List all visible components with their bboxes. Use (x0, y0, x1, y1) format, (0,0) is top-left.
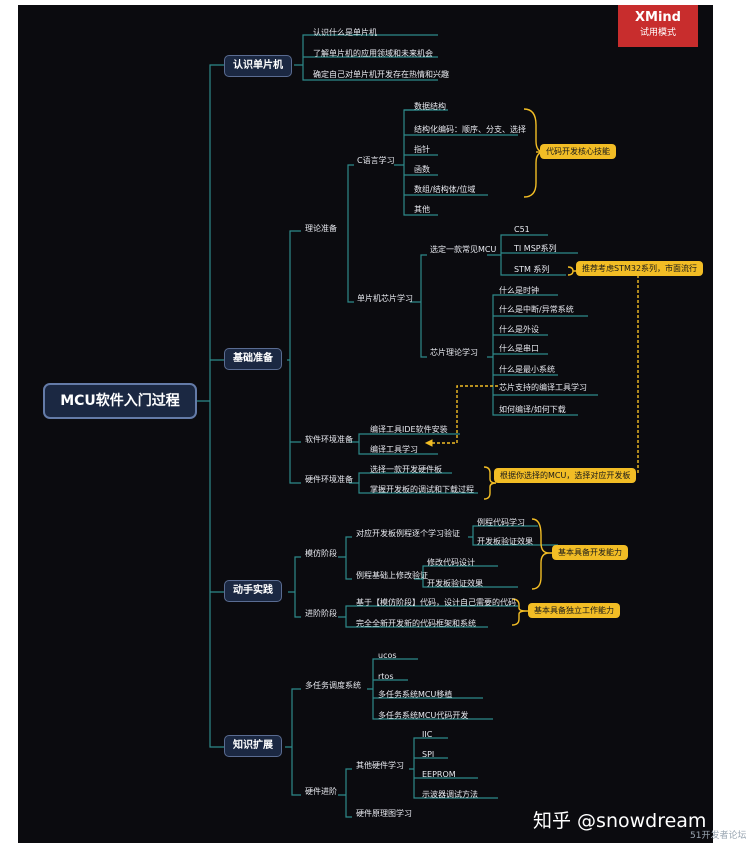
hw-oscilloscope[interactable]: 示波器调试方法 (422, 790, 478, 799)
c-lang-study[interactable]: C语言学习 (357, 156, 395, 165)
advance-item-2[interactable]: 完全全新开发新的代码框架和系统 (356, 619, 476, 628)
independent-work-note[interactable]: 基本具备独立工作能力 (528, 603, 620, 618)
theory-prep[interactable]: 理论准备 (305, 224, 337, 233)
zhihu-watermark: 知乎 @snowdream (533, 810, 707, 832)
xmind-brand: XMind (635, 10, 681, 25)
advance-item-1[interactable]: 基于【模仿阶段】代码，设计自己需要的代码 (356, 598, 516, 607)
theory-item-4[interactable]: 什么是串口 (499, 344, 539, 353)
branch-knowledge-ext[interactable]: 知识扩展 (224, 735, 282, 757)
b1-item-2[interactable]: 了解单片机的应用领域和未来机会 (313, 49, 433, 58)
choose-common-mcu[interactable]: 选定一款常见MCU (430, 245, 497, 254)
branch-basic-prep[interactable]: 基础准备 (224, 348, 282, 370)
forum-watermark: 51开发者论坛 (690, 831, 746, 841)
theory-item-3[interactable]: 什么是外设 (499, 325, 539, 334)
branch-hands-on[interactable]: 动手实践 (224, 580, 282, 602)
advanced-stage[interactable]: 进阶阶段 (305, 609, 337, 618)
theory-item-7[interactable]: 如何编译/如何下载 (499, 405, 566, 414)
hw-spi[interactable]: SPI (422, 750, 435, 759)
theory-item-6[interactable]: 芯片支持的编译工具学习 (499, 383, 587, 392)
theory-item-1[interactable]: 什么是时钟 (499, 286, 539, 295)
theory-item-2[interactable]: 什么是中断/异常系统 (499, 305, 574, 314)
mcu-c51[interactable]: C51 (514, 225, 530, 234)
theory-item-5[interactable]: 什么是最小系统 (499, 365, 555, 374)
modify-item-1[interactable]: 修改代码设计 (427, 558, 475, 567)
hardware-advanced[interactable]: 硬件进阶 (305, 787, 337, 796)
sw-item-2[interactable]: 编译工具学习 (370, 445, 418, 454)
c-item-3[interactable]: 指针 (414, 145, 430, 154)
hw-eeprom[interactable]: EEPROM (422, 770, 456, 779)
demo-item-1[interactable]: 例程代码学习 (477, 518, 525, 527)
c-item-2[interactable]: 结构化编码：顺序、分支、选择 (414, 125, 526, 134)
chip-theory-study[interactable]: 芯片理论学习 (430, 348, 478, 357)
mt-item-rtos[interactable]: rtos (378, 672, 394, 681)
mt-item-dev[interactable]: 多任务系统MCU代码开发 (378, 711, 469, 720)
hw-item-1[interactable]: 选择一款开发硬件板 (370, 465, 442, 474)
demo-item-2[interactable]: 开发板验证效果 (477, 537, 533, 546)
c-item-4[interactable]: 函数 (414, 165, 430, 174)
b1-item-1[interactable]: 认识什么是单片机 (313, 28, 377, 37)
other-hardware[interactable]: 其他硬件学习 (356, 761, 404, 770)
multitask-scheduling[interactable]: 多任务调度系统 (305, 681, 361, 690)
hw-item-2[interactable]: 掌握开发板的调试和下载过程 (370, 485, 474, 494)
dev-ability-note[interactable]: 基本具备开发能力 (552, 545, 628, 560)
mt-item-port[interactable]: 多任务系统MCU移植 (378, 690, 453, 699)
mcu-stm[interactable]: STM 系列 (514, 265, 550, 274)
mt-item-ucos[interactable]: ucos (378, 651, 397, 660)
board-select-note[interactable]: 根据你选择的MCU，选择对应开发板 (494, 468, 637, 483)
c-item-1[interactable]: 数据结构 (414, 102, 446, 111)
stm32-recommend-note[interactable]: 推荐考虑STM32系列，市面流行 (576, 261, 704, 276)
b1-item-3[interactable]: 确定自己对单片机开发存在热情和兴趣 (313, 70, 449, 79)
modify-item-2[interactable]: 开发板验证效果 (427, 579, 483, 588)
c-item-5[interactable]: 数组/结构体/位域 (414, 185, 476, 194)
hardware-env-prep[interactable]: 硬件环境准备 (305, 475, 353, 484)
imitation-stage[interactable]: 模仿阶段 (305, 549, 337, 558)
mindmap-canvas: MCU软件入门过程 XMind 试用模式 认识单片机 认识什么是单片机 了解单片… (18, 5, 713, 843)
hw-iic[interactable]: IIC (422, 730, 433, 739)
c-core-skill-note[interactable]: 代码开发核心技能 (540, 144, 616, 159)
trial-mode-label: 试用模式 (639, 28, 676, 38)
root-topic[interactable]: MCU软件入门过程 (43, 383, 197, 419)
demo-verify[interactable]: 对应开发板例程逐个学习验证 (356, 529, 460, 538)
connector-lines (197, 34, 639, 818)
c-item-6[interactable]: 其他 (414, 205, 430, 214)
branch-recognize-mcu[interactable]: 认识单片机 (224, 55, 292, 77)
software-env-prep[interactable]: 软件环境准备 (305, 435, 353, 444)
modify-verify[interactable]: 例程基础上修改验证 (356, 571, 428, 580)
hw-schematic[interactable]: 硬件原理图学习 (356, 809, 412, 818)
sw-item-1[interactable]: 编译工具IDE软件安装 (370, 425, 448, 434)
mcu-ti-msp[interactable]: TI MSP系列 (514, 244, 557, 253)
mcu-chip-study[interactable]: 单片机芯片学习 (357, 294, 413, 303)
xmind-trial-badge: XMind 试用模式 (618, 5, 698, 47)
